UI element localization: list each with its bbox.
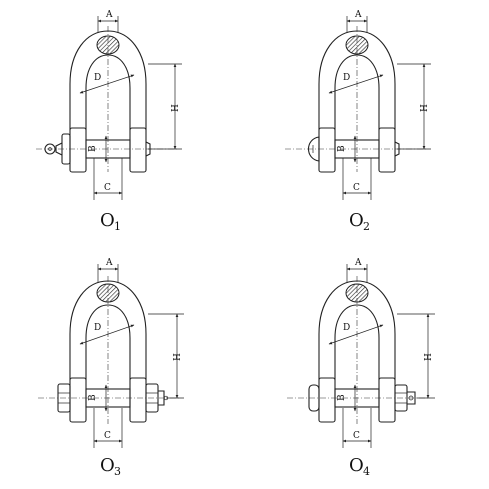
dim-label-b: B bbox=[88, 145, 98, 152]
figure-caption-sub: 2 bbox=[363, 220, 370, 233]
shackle-figure-4: A D H B C O 4 bbox=[287, 258, 435, 478]
figure-caption: O bbox=[100, 210, 115, 231]
dim-label-h: H bbox=[173, 353, 183, 361]
dim-label-b: B bbox=[337, 394, 347, 401]
dim-label-h: H bbox=[420, 104, 430, 112]
figure-caption: O bbox=[349, 210, 364, 231]
dim-label-d: D bbox=[94, 323, 101, 333]
shackle-figure-3: A D H B C O 3 bbox=[38, 258, 184, 478]
dim-label-b: B bbox=[88, 394, 98, 401]
dim-label-a: A bbox=[354, 258, 362, 268]
shackle-figure-1: A D H B C O 1 bbox=[36, 10, 182, 233]
figure-caption-sub: 1 bbox=[114, 220, 121, 233]
figure-caption: O bbox=[349, 455, 364, 476]
figure-caption-sub: 4 bbox=[363, 465, 370, 478]
dim-label-d: D bbox=[94, 73, 101, 83]
shackle-figure-2: A D H B C O 2 bbox=[285, 10, 431, 233]
dim-label-a: A bbox=[354, 10, 362, 20]
figure-caption: O bbox=[100, 455, 115, 476]
dim-label-c: C bbox=[353, 183, 360, 193]
dim-label-a: A bbox=[105, 10, 113, 20]
dim-label-b: B bbox=[337, 145, 347, 152]
dim-label-c: C bbox=[104, 431, 111, 441]
dim-label-h: H bbox=[171, 104, 181, 112]
dim-label-c: C bbox=[104, 183, 111, 193]
dim-label-h: H bbox=[424, 353, 434, 361]
figure-caption-sub: 3 bbox=[114, 465, 121, 478]
dim-label-c: C bbox=[353, 431, 360, 441]
dim-label-d: D bbox=[343, 73, 350, 83]
dim-label-d: D bbox=[343, 323, 350, 333]
dim-label-a: A bbox=[105, 258, 113, 268]
